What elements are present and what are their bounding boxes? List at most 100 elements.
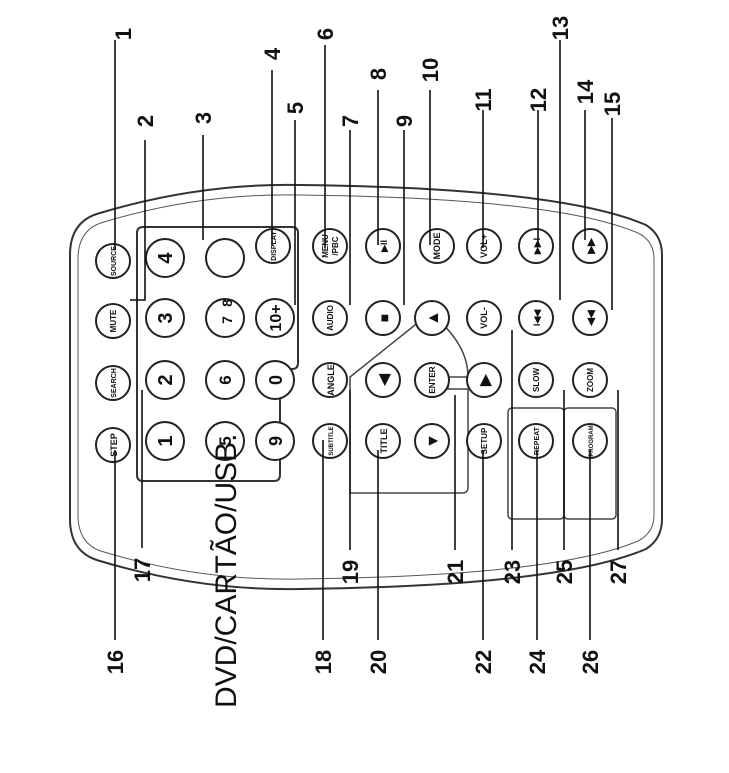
mode-button[interactable]: MODE [419,228,455,264]
callout-27: 27 [606,560,631,584]
num-10plus-button[interactable]: 10+ [255,298,295,338]
callout-18: 18 [311,650,336,674]
svg-text:4: 4 [155,252,177,264]
setup-button[interactable]: SETUP [466,423,502,459]
svg-text:VOL+: VOL+ [479,234,489,258]
audio-button[interactable]: AUDIO [312,300,348,336]
callout-7: 7 [338,115,363,127]
previous-button[interactable]: I◀◀ [518,300,554,336]
title-button[interactable]: TITLE [365,423,401,459]
mute-button[interactable]: MUTE [95,303,131,339]
display-button[interactable]: DISPLAY [255,228,291,264]
svg-text:■: ■ [376,314,392,322]
num-5-button[interactable]: 5 [205,421,245,461]
svg-text:DISPLAY: DISPLAY [271,231,278,261]
svg-text:ZOOM: ZOOM [586,368,595,392]
key-8-label: 8 [219,299,235,307]
num-9-button[interactable]: 9 [255,421,295,461]
svg-text:◀◀: ◀◀ [586,310,597,327]
svg-text:▶▶I: ▶▶I [532,238,542,255]
step-button[interactable]: STEP [95,427,131,463]
callout-26: 26 [578,650,603,674]
vol-plus-button[interactable]: VOL+ [466,228,502,264]
callout-25: 25 [552,560,577,584]
svg-text:▶: ▶ [477,373,494,386]
key-7-label: 7 [219,316,235,324]
search-button[interactable]: SEARCH [95,365,131,401]
zoom-button[interactable]: ZOOM [572,362,608,398]
callout-19: 19 [338,560,363,584]
callout-12: 12 [526,88,551,112]
callout-15: 15 [600,92,625,116]
callout-14: 14 [573,79,598,104]
right-button[interactable]: ▶ [466,362,502,398]
callout-21: 21 [443,560,468,584]
stop-button[interactable]: ■ [365,300,401,336]
left-button[interactable]: ◀ [365,362,401,398]
fast-forward-button[interactable]: ▶▶ [572,228,608,264]
svg-text:STEP: STEP [109,433,119,457]
svg-text:SETUP: SETUP [480,427,489,454]
callout-3: 3 [191,112,216,124]
svg-text:3: 3 [155,312,177,323]
num-3-button[interactable]: 3 [145,298,185,338]
callout-24: 24 [525,649,550,674]
callout-2: 2 [133,115,158,127]
blank-button-top[interactable] [205,238,245,278]
callout-16: 16 [103,650,128,674]
svg-text:▶▶: ▶▶ [586,237,597,255]
diagram-caption: DVD/CARTÃO/USB. [209,434,243,709]
callout-23: 23 [500,560,525,584]
blank-button-mid[interactable] [205,298,245,338]
callout-13: 13 [548,16,573,40]
source-button[interactable]: SOURCE [95,243,131,279]
angle-button[interactable]: ANGLE [312,362,348,398]
up-button[interactable]: ▲ [414,300,450,336]
svg-text:TITLE: TITLE [379,429,389,454]
callout-5: 5 [283,102,308,114]
svg-text:SUBTITLE: SUBTITLE [329,426,335,455]
svg-text:/PBC: /PBC [331,236,340,255]
play-pause-button[interactable]: ▶II [365,228,401,264]
repeat-button[interactable]: REPEAT [518,423,554,459]
svg-text:SOURCE: SOURCE [111,246,118,276]
svg-text:I◀◀: I◀◀ [532,309,542,326]
svg-text:1: 1 [155,435,177,446]
svg-text:MODE: MODE [432,233,442,260]
rewind-button[interactable]: ◀◀ [572,300,608,336]
svg-text:2: 2 [155,374,177,385]
dpad-frame [349,312,469,494]
svg-text:9: 9 [266,436,286,446]
callout-9: 9 [392,115,417,127]
num-6-button[interactable]: 6 [205,360,245,400]
num-4-button[interactable]: 4 [145,238,185,278]
svg-text:0: 0 [266,375,286,385]
enter-button[interactable]: ENTER [414,362,450,398]
callout-10: 10 [418,58,443,82]
subtitle-button[interactable]: SUBTITLE [312,423,348,459]
svg-text:VOL-: VOL- [479,307,489,329]
svg-text:10+: 10+ [268,304,285,331]
svg-text:SEARCH: SEARCH [111,368,118,398]
num-0-button[interactable]: 0 [255,360,295,400]
callout-1: 1 [111,28,136,40]
svg-text:AUDIO: AUDIO [326,305,335,331]
svg-text:ANGLE: ANGLE [326,364,336,396]
svg-text:PROGRAM: PROGRAM [589,425,595,456]
vol-minus-button[interactable]: VOL- [466,300,502,336]
svg-text:◀: ◀ [376,373,393,386]
num-2-button[interactable]: 2 [145,360,185,400]
next-button[interactable]: ▶▶I [518,228,554,264]
slow-button[interactable]: SLOW [518,362,554,398]
svg-text:▶II: ▶II [379,240,389,253]
down-button[interactable]: ▼ [414,423,450,459]
num-1-button[interactable]: 1 [145,421,185,461]
svg-text:6: 6 [216,375,235,384]
callout-11: 11 [471,88,496,111]
svg-text:REPEAT: REPEAT [534,426,541,455]
svg-text:▼: ▼ [425,433,442,449]
callout-4: 4 [260,47,285,60]
